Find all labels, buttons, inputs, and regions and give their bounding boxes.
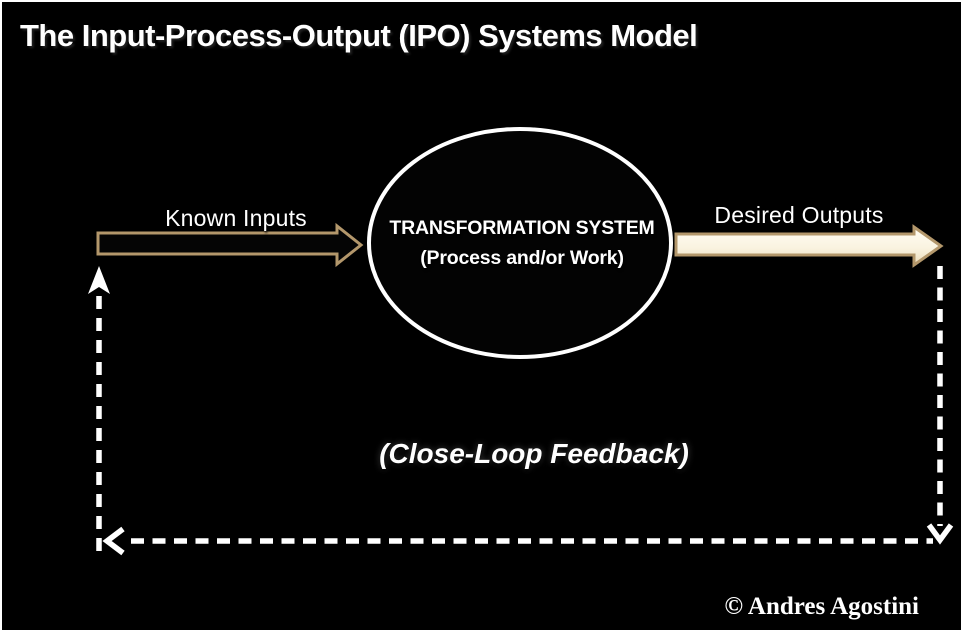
feedback-arrowhead-down-icon [926, 523, 954, 545]
feedback-arrowhead-left-icon [102, 526, 125, 556]
feedback-label: (Close-Loop Feedback) [379, 438, 689, 469]
transformation-label-line1: TRANSFORMATION SYSTEM [389, 217, 655, 239]
copyright-text: © Andres Agostini [724, 593, 919, 620]
feedback-arrowhead-up-icon [88, 266, 110, 294]
transformation-ellipse [367, 127, 673, 359]
page-title: The Input-Process-Output (IPO) Systems M… [20, 18, 698, 53]
output-arrow-shape [674, 224, 944, 268]
transformation-label-line2: (Process and/or Work) [420, 247, 624, 269]
input-arrow-shape [96, 222, 364, 268]
output-arrow-label: Desired Outputs [714, 202, 884, 228]
transformation-label: TRANSFORMATION SYSTEM (Process and/or Wo… [362, 213, 682, 273]
input-arrow-label: Known Inputs [165, 205, 307, 231]
